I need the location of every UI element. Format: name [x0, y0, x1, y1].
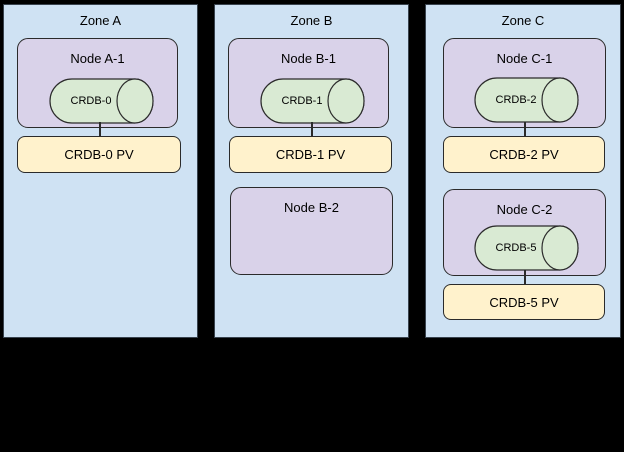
crdb-5-pv-box: CRDB-5 PV: [443, 284, 605, 320]
pv-label: CRDB-0 PV: [64, 147, 134, 162]
cylinder-label: CRDB-2: [496, 94, 537, 106]
zone-c: Zone C Node C-1 CRDB-2 CRDB-2 PV Node C-…: [425, 4, 621, 338]
cylinder-label: CRDB-0: [71, 95, 112, 107]
database-cylinder-icon: CRDB-2: [474, 77, 579, 123]
cylinder-label: CRDB-1: [282, 95, 323, 107]
pv-connector-line: [524, 122, 526, 137]
database-cylinder-icon: CRDB-1: [260, 78, 365, 124]
zone-label: Zone C: [501, 13, 545, 28]
node-label: Node B-1: [281, 51, 336, 66]
pv-label: CRDB-1 PV: [275, 147, 346, 162]
zone-label: Zone B: [290, 13, 333, 28]
node-label: Node B-2: [284, 200, 339, 215]
zone-a: Zone A Node A-1 CRDB-0 CRDB-0 PV: [3, 4, 198, 338]
crdb-1-pv-box: CRDB-1 PV: [229, 136, 392, 173]
node-b-1: Node B-1 CRDB-1: [228, 38, 389, 128]
cylinder-label: CRDB-5: [496, 242, 537, 254]
node-label: Node A-1: [70, 51, 125, 66]
database-cylinder-icon: CRDB-5: [474, 225, 579, 271]
pv-connector-line: [99, 122, 101, 137]
node-label: Node C-1: [496, 51, 553, 66]
zone-label: Zone A: [79, 13, 122, 28]
zone-b: Zone B Node B-1 CRDB-1 CRDB-1 PV Node B-…: [214, 4, 409, 338]
node-c-2: Node C-2 CRDB-5: [443, 189, 606, 276]
database-cylinder-icon: CRDB-0: [49, 78, 154, 124]
node-c-1: Node C-1 CRDB-2: [443, 38, 606, 128]
pv-connector-line: [524, 270, 526, 285]
pv-label: CRDB-5 PV: [489, 294, 559, 310]
pv-label: CRDB-2 PV: [489, 147, 559, 162]
crdb-0-pv-box: CRDB-0 PV: [17, 136, 181, 173]
node-a-1: Node A-1 CRDB-0: [17, 38, 178, 128]
pv-connector-line: [311, 122, 313, 137]
node-b-2: Node B-2: [230, 187, 393, 275]
node-label: Node C-2: [496, 202, 553, 217]
crdb-2-pv-box: CRDB-2 PV: [443, 136, 605, 173]
